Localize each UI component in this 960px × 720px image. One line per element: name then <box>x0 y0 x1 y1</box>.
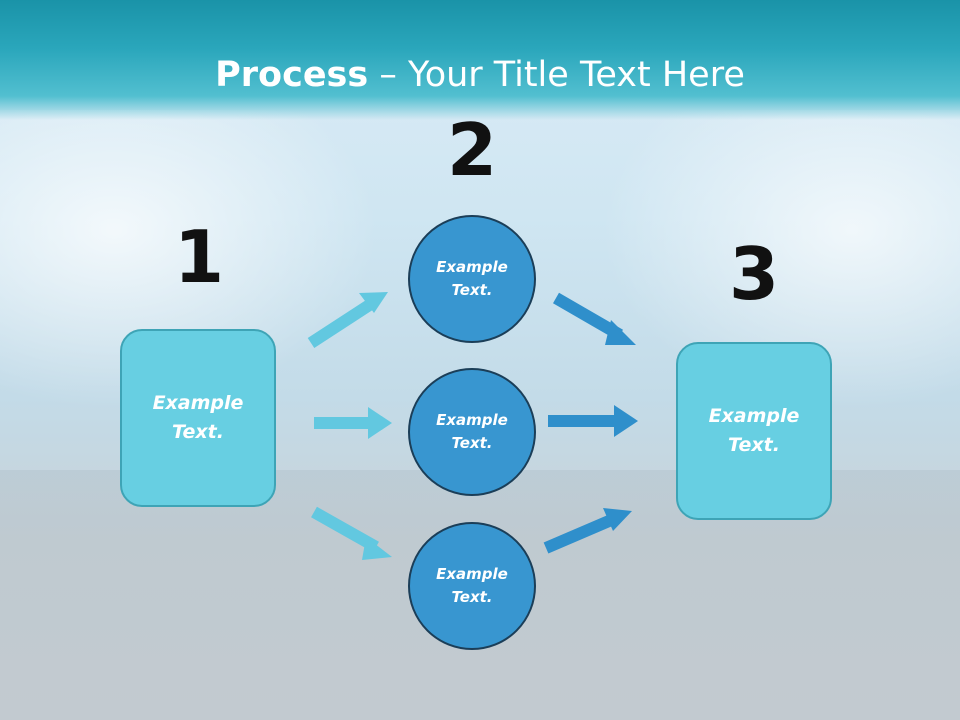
step-2-circle-bottom: Example Text. <box>408 522 536 650</box>
circle-bottom-line1: Example <box>436 565 508 583</box>
arrow-box1-to-circle-bottom <box>311 506 392 560</box>
arrow-circle-middle-to-box3 <box>548 405 638 437</box>
step-3-box: Example Text. <box>676 342 832 520</box>
circle-top-line2: Text. <box>451 281 493 299</box>
step-1-text-line2: Text. <box>172 421 224 443</box>
step-number-3: 3 <box>728 232 780 316</box>
arrow-circle-top-to-box3 <box>552 292 636 345</box>
title-bold: Process <box>215 55 369 95</box>
step-number-2: 2 <box>446 108 498 192</box>
step-number-1: 1 <box>173 215 225 299</box>
title-rest: – Your Title Text Here <box>368 55 745 95</box>
title-bar <box>0 0 960 120</box>
step-3-text-line1: Example <box>708 405 800 427</box>
arrow-box1-to-circle-top <box>307 292 388 349</box>
circle-middle-line2: Text. <box>451 434 493 452</box>
arrow-box1-to-circle-middle <box>314 407 392 439</box>
circle-top-line1: Example <box>436 258 508 276</box>
step-2-circle-top: Example Text. <box>408 215 536 343</box>
circle-middle-line1: Example <box>436 411 508 429</box>
slide-title: Process – Your Title Text Here <box>0 52 960 98</box>
step-1-box: Example Text. <box>120 329 276 507</box>
circle-bottom-line2: Text. <box>451 588 493 606</box>
step-3-text-line2: Text. <box>728 434 780 456</box>
step-2-circle-middle: Example Text. <box>408 368 536 496</box>
step-1-text-line1: Example <box>152 392 244 414</box>
arrow-circle-bottom-to-box3 <box>543 508 632 554</box>
